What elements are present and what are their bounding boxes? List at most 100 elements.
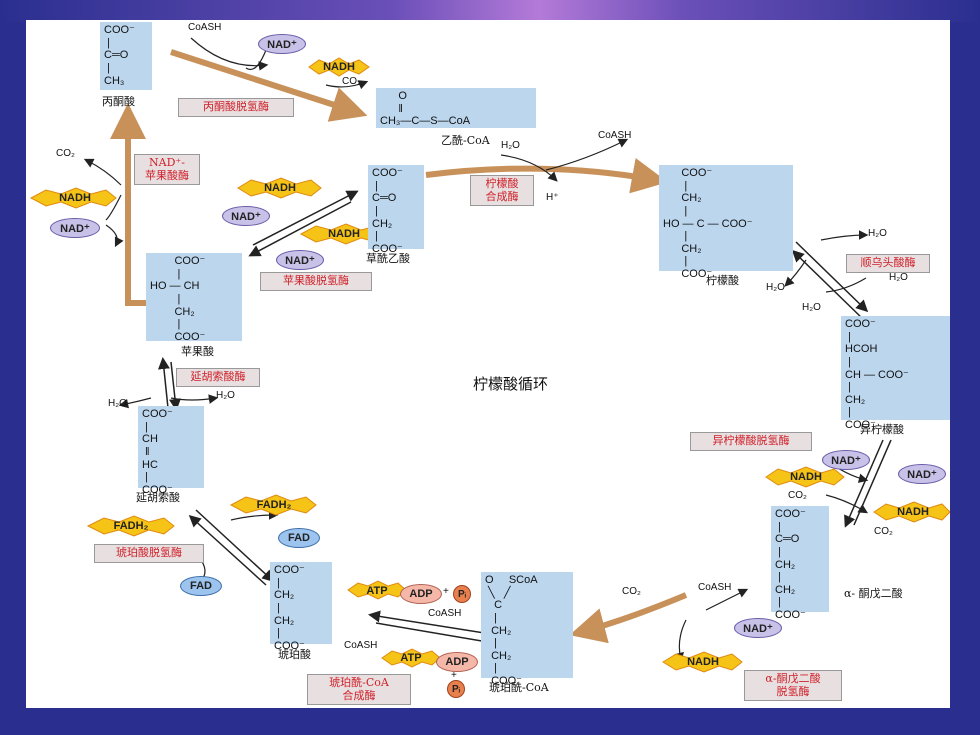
ketoglutarate-line: | — [775, 545, 781, 558]
isocitrate-structure: COO⁻ | HCOH | CH — COO⁻ | CH₂ | COO⁻ — [841, 316, 950, 431]
citrate-line: HO — C — COO⁻ — [663, 217, 753, 230]
fad-badge: FAD — [278, 528, 320, 548]
enzyme-citrate-synthase: 柠檬酸 合成酶 — [470, 175, 534, 207]
fumarate-line: HC — [142, 458, 158, 471]
succinylcoa-structure: O SCoA ╲ ╱ C | CH₂ | CH₂ | COO⁻ — [481, 572, 573, 687]
nadh-badge: NADH — [897, 506, 929, 518]
succinate-line: COO⁻ — [274, 564, 305, 576]
oxaloacetate-line: CH₂ — [372, 217, 393, 230]
citrate-line: CH₂ — [663, 242, 702, 255]
pi-badge: Pᵢ — [453, 585, 471, 603]
isocitrate-name: 异柠檬酸 — [860, 423, 904, 436]
pyruvate-line: | — [104, 36, 110, 49]
co2-label: CO₂ — [622, 586, 641, 597]
isocitrate-line: | — [845, 381, 851, 394]
oxaloacetate-line: | — [372, 230, 378, 243]
ketoglutarate-line: CH₂ — [775, 558, 796, 571]
enzyme-isocitrate-dehydrogenase: 异柠檬酸脱氢酶 — [690, 432, 812, 451]
ketoglutarate-line: COO⁻ — [775, 508, 806, 520]
pdh-arrow — [170, 49, 368, 122]
succinate-line: COO⁻ — [274, 639, 305, 652]
diagram-title: 柠檬酸循环 — [473, 375, 549, 393]
enzyme-aconitase: 顺乌头酸酶 — [846, 254, 930, 273]
citrate-line: | — [663, 230, 688, 243]
co2-label: CO₂ — [788, 490, 807, 501]
ketoglutarate-name: α- 酮戊二酸 — [844, 587, 903, 600]
oxaloacetate-line: | — [372, 179, 378, 192]
malate-line: | — [150, 267, 181, 280]
citrate-structure: COO⁻ | CH₂ | HO — C — COO⁻ | CH₂ | COO⁻ — [659, 165, 793, 280]
succinate-line: CH₂ — [274, 589, 295, 602]
enzyme-malate-dehydrogenase: 苹果酸脱氢酶 — [260, 272, 372, 291]
succinate-line: CH₂ — [274, 614, 295, 627]
malate-line: | — [150, 292, 181, 305]
coash-label: CoASH — [598, 130, 632, 141]
h2o-label: H₂O — [766, 282, 785, 293]
co2-label: CO₂ — [342, 76, 361, 87]
oxaloacetate-structure: COO⁻ | C═O | CH₂ | COO⁻ — [368, 165, 424, 255]
succinylcoa-line: C — [485, 599, 503, 612]
pyruvate-line: CH₃ — [104, 74, 125, 87]
ketoglutarate-line: COO⁻ — [775, 609, 806, 622]
ketoglutarate-structure: COO⁻ | C═O | CH₂ | CH₂ | COO⁻ — [771, 506, 829, 621]
pyruvate-line: COO⁻ — [104, 24, 135, 36]
fumarate-structure: COO⁻ | CH ‖ HC | COO⁻ — [138, 406, 204, 496]
succinylcoa-line: | — [485, 637, 498, 650]
malic-enzyme-arrow — [110, 103, 146, 306]
coash-label: CoASH — [428, 608, 462, 619]
arrows-layer — [29, 37, 950, 673]
oxaloacetate-line: COO⁻ — [372, 167, 403, 179]
fadh2-badge: FADH₂ — [256, 499, 292, 511]
oxaloacetate-name: 草酰乙酸 — [366, 252, 410, 265]
oxaloacetate-line: C═O — [372, 192, 397, 205]
ketoglutarate-line: C═O — [775, 533, 800, 546]
nadh-badge: NADH — [790, 471, 822, 483]
nad-plus-badge: NAD⁺ — [822, 450, 870, 470]
succinylcoa-name: 琥珀酰-CoA — [489, 681, 549, 694]
ketoglutarate-line: | — [775, 596, 781, 609]
enzyme-succinyl-coa-synthetase: 琥珀酰-CoA 合成酶 — [307, 674, 411, 706]
plus-sign: + — [443, 586, 449, 597]
ketoglutarate-line: CH₂ — [775, 583, 796, 596]
nad-plus-badge: NAD⁺ — [898, 464, 946, 484]
fumarate-name: 延胡索酸 — [136, 491, 180, 504]
oxaloacetate-line: COO⁻ — [372, 242, 403, 255]
oxaloacetate-line: | — [372, 204, 378, 217]
fad-badge: FAD — [180, 576, 222, 596]
nad-plus-badge: NAD⁺ — [222, 206, 270, 226]
hplus-label: H⁺ — [546, 192, 559, 203]
citrate-line: CH₂ — [663, 192, 702, 205]
succinylcoa-line: | — [485, 662, 498, 675]
acetylcoa-line: CH₃—C—S—CoA — [380, 115, 471, 128]
isocitrate-line: COO⁻ — [845, 419, 876, 432]
ketoglutarate-line: | — [775, 520, 781, 533]
succinylcoa-line: COO⁻ — [485, 675, 522, 688]
isocitrate-line: HCOH — [845, 343, 878, 356]
succinate-line: | — [274, 601, 280, 614]
fadh2-badge: FADH₂ — [113, 520, 149, 532]
citrate-line: | — [663, 255, 688, 268]
enzyme-ketoglutarate-dehydrogenase: α-酮戊二酸 脱氢酶 — [744, 670, 842, 702]
isocitrate-line: CH₂ — [845, 393, 866, 406]
acetylcoa-structure: O ‖ CH₃—C—S—CoA — [376, 88, 536, 128]
coash-label: CoASH — [698, 582, 732, 593]
fumarate-line: COO⁻ — [142, 483, 173, 496]
nadh-badge: NADH — [328, 228, 360, 240]
citrate-line: | — [663, 179, 688, 192]
malate-name: 苹果酸 — [181, 345, 214, 358]
pyruvate-line: C═O — [104, 49, 129, 62]
h2o-label: H₂O — [802, 302, 821, 313]
citrate-name: 柠檬酸 — [706, 274, 739, 287]
enzyme-fumarase: 延胡索酸酶 — [176, 368, 260, 387]
nad-plus-badge: NAD⁺ — [734, 618, 782, 638]
fumarate-line: | — [142, 420, 148, 433]
plus-sign: + — [451, 670, 457, 681]
citrate-synthase-arrow — [425, 158, 668, 194]
isocitrate-line: | — [845, 355, 851, 368]
atp-badge: ATP — [400, 652, 422, 664]
succinate-line: | — [274, 627, 280, 640]
adp-badge: ADP — [400, 584, 442, 604]
fumarate-line: CH — [142, 433, 158, 446]
succinate-name: 琥珀酸 — [278, 648, 311, 661]
h2o-label: H₂O — [501, 140, 520, 151]
